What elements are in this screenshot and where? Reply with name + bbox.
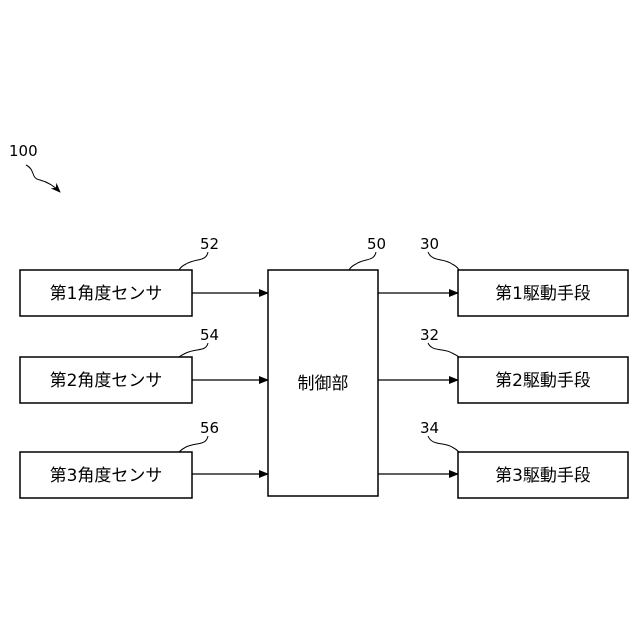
drive-block-3: 第3駆動手段 bbox=[458, 452, 628, 498]
sensor-block-3: 第3角度センサ bbox=[20, 452, 192, 498]
sensor-3-ref-leader bbox=[179, 436, 208, 452]
drive-2-ref-leader bbox=[428, 343, 459, 357]
sensor-1-ref: 52 bbox=[200, 235, 219, 253]
system-ref-arrow bbox=[26, 165, 60, 192]
sensor-1-label: 第1角度センサ bbox=[50, 284, 163, 304]
controller-ref: 50 bbox=[367, 235, 386, 253]
drive-1-ref: 30 bbox=[420, 235, 439, 253]
drive-3-ref: 34 bbox=[420, 419, 439, 437]
drive-block-2: 第2駆動手段 bbox=[458, 357, 628, 403]
drive-1-label: 第1駆動手段 bbox=[495, 284, 591, 304]
sensor-2-ref-leader bbox=[179, 343, 208, 357]
drive-1-ref-leader bbox=[428, 252, 459, 270]
controller-label: 制御部 bbox=[298, 374, 349, 394]
controller-block: 制御部 bbox=[268, 270, 378, 496]
drive-2-label: 第2駆動手段 bbox=[495, 371, 591, 391]
sensor-3-ref: 56 bbox=[200, 419, 219, 437]
sensor-2-ref: 54 bbox=[200, 326, 219, 344]
drive-3-label: 第3駆動手段 bbox=[495, 466, 591, 486]
drive-2-ref: 32 bbox=[420, 326, 439, 344]
sensor-2-label: 第2角度センサ bbox=[50, 371, 163, 391]
sensor-block-1: 第1角度センサ bbox=[20, 270, 192, 316]
sensor-3-label: 第3角度センサ bbox=[50, 466, 163, 486]
sensor-block-2: 第2角度センサ bbox=[20, 357, 192, 403]
sensor-1-ref-leader bbox=[179, 252, 208, 270]
drive-block-1: 第1駆動手段 bbox=[458, 270, 628, 316]
controller-ref-leader bbox=[349, 252, 376, 270]
drive-3-ref-leader bbox=[428, 436, 459, 452]
system-ref-label: 100 bbox=[9, 142, 38, 160]
